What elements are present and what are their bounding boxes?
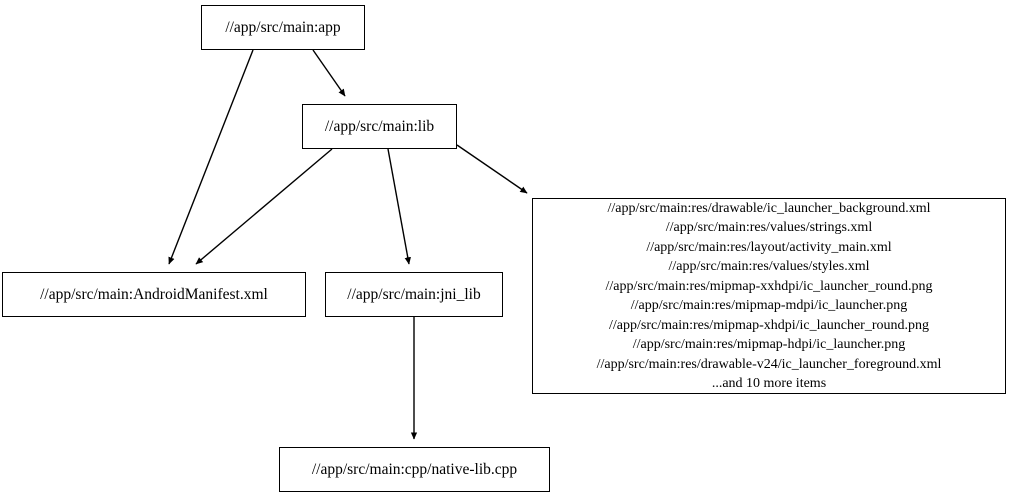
edge-lib-to-resources bbox=[456, 144, 528, 194]
edge-app-to-manifest bbox=[168, 49, 254, 265]
node-app[interactable]: //app/src/main:app bbox=[201, 5, 365, 50]
node-native-lib-cpp-label: //app/src/main:cpp/native-lib.cpp bbox=[311, 460, 518, 478]
node-jni-lib[interactable]: //app/src/main:jni_lib bbox=[325, 272, 503, 317]
node-jni-lib-label: //app/src/main:jni_lib bbox=[347, 285, 481, 303]
node-android-manifest-xml-label: //app/src/main:AndroidManifest.xml bbox=[40, 285, 268, 303]
node-lib[interactable]: //app/src/main:lib bbox=[302, 104, 457, 149]
node-resources-aggregate-label: //app/src/main:res/drawable/ic_launcher_… bbox=[596, 200, 942, 392]
edge-lib-to-jni-lib bbox=[387, 148, 411, 265]
edge-lib-to-manifest bbox=[195, 148, 333, 265]
node-native-lib-cpp[interactable]: //app/src/main:cpp/native-lib.cpp bbox=[279, 447, 550, 492]
node-lib-label: //app/src/main:lib bbox=[324, 117, 435, 135]
node-resources-aggregate[interactable]: //app/src/main:res/drawable/ic_launcher_… bbox=[532, 198, 1006, 394]
node-android-manifest-xml[interactable]: //app/src/main:AndroidManifest.xml bbox=[2, 272, 306, 317]
node-app-label: //app/src/main:app bbox=[225, 18, 341, 36]
edge-app-to-lib bbox=[312, 49, 346, 97]
